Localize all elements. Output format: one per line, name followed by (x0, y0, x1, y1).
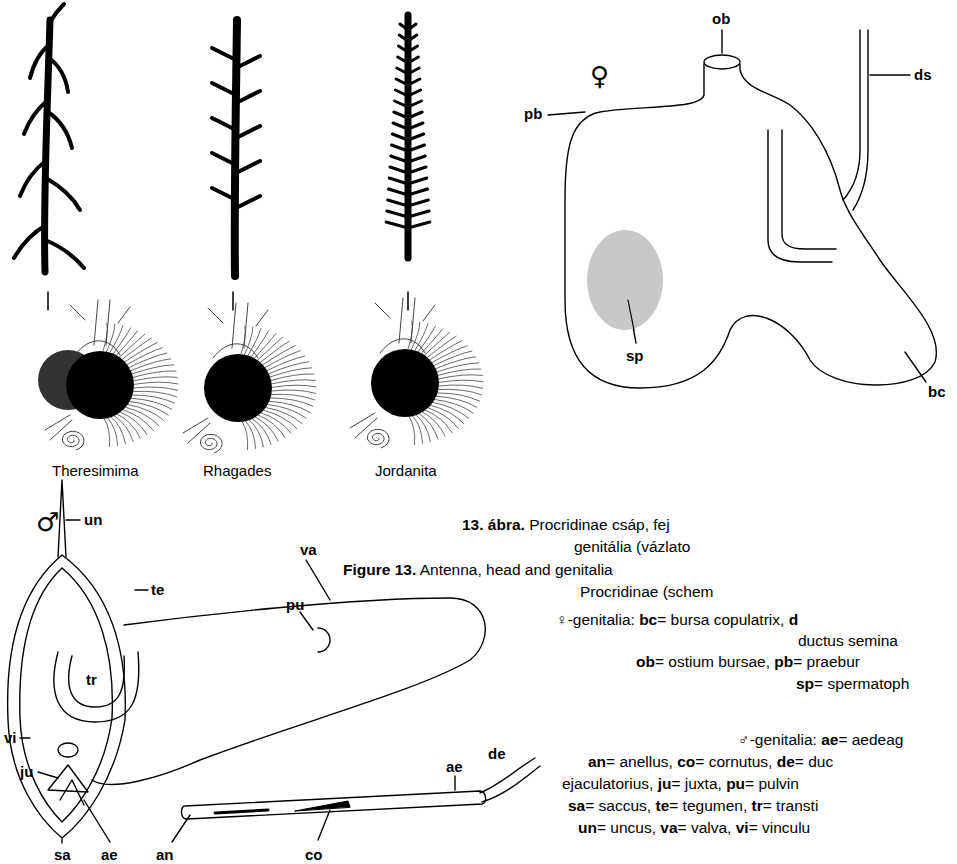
caption-text: ♂-genitalia: (738, 731, 821, 748)
caption-text: = pulvin (745, 775, 799, 792)
part-label: va (300, 541, 317, 558)
abbreviation: bc (639, 611, 657, 628)
legend-line: ductus semina (798, 632, 898, 650)
caption-line: 13. ábra. Procridinae csáp, fej (462, 516, 670, 534)
abbreviation: an (588, 753, 606, 770)
caption-text: = aedeag (838, 731, 903, 748)
caption-text: = praebur (793, 653, 860, 670)
part-label: an (156, 846, 174, 863)
legend-line: sp= spermatoph (796, 675, 909, 693)
caption-text: = saccus, (585, 797, 655, 814)
part-label: vi (4, 729, 17, 746)
caption-text: Procridinae csáp, fej (525, 516, 670, 533)
abbreviation: de (777, 753, 795, 770)
part-label: bc (928, 383, 946, 400)
caption-text: Procridinae (schem (580, 583, 714, 600)
cornutus (295, 801, 350, 811)
head (38, 300, 178, 450)
part-label: ds (914, 66, 932, 83)
abbreviation: ob (636, 653, 655, 670)
caption-text: genitália (vázlato (574, 538, 690, 555)
genus-name: Jordanita (375, 462, 437, 479)
sex-symbol: ♀ (590, 62, 609, 92)
part-label: te (151, 581, 164, 598)
abbreviation: d (789, 611, 798, 628)
female-genitalia (548, 30, 936, 388)
abbreviation: va (660, 819, 677, 836)
head (350, 298, 483, 448)
caption-text: = tegumen, (669, 797, 751, 814)
abbreviation: Figure 13. (343, 561, 416, 578)
legend-line: ejaculatorius, ju= juxta, pu= pulvin (562, 775, 799, 793)
caption-text: ductus semina (798, 632, 898, 649)
antenna (386, 15, 430, 258)
head (183, 303, 316, 453)
part-label: ju (20, 763, 33, 780)
abbreviation: 13. ábra. (462, 516, 525, 533)
caption-line: genitália (vázlato (574, 538, 690, 556)
legend-line: ob= ostium bursae, pb= praebur (636, 653, 860, 671)
part-label: pu (286, 596, 304, 613)
part-label: ob (712, 10, 730, 27)
abbreviation: tr (752, 797, 763, 814)
abbreviation: te (655, 797, 669, 814)
legend-line: sa= saccus, te= tegumen, tr= transti (568, 797, 818, 815)
caption-text: = uncus, (597, 819, 660, 836)
part-label: ae (446, 758, 463, 775)
part-label: ae (101, 846, 118, 863)
caption-line: Figure 13. Antenna, head and genitalia (343, 561, 613, 579)
antenna (14, 4, 84, 272)
caption-text: = juxta, (671, 775, 726, 792)
caption-text: = duc (795, 753, 833, 770)
caption-text: = bursa copulatrix, (657, 611, 788, 628)
part-label: pb (524, 105, 542, 122)
caption-text: ejaculatorius, (562, 775, 658, 792)
abbreviation: pu (726, 775, 745, 792)
abbreviation: vi (736, 819, 749, 836)
caption-line: Procridinae (schem (580, 583, 714, 601)
part-label: tr (86, 671, 97, 688)
caption-text: Antenna, head and genitalia (416, 561, 613, 578)
caption-text: = valva, (678, 819, 736, 836)
part-label: co (305, 846, 323, 863)
abbreviation: sp (796, 675, 814, 692)
abbreviation: pb (774, 653, 793, 670)
abbreviation: un (578, 819, 597, 836)
abbreviation: sa (568, 797, 585, 814)
part-label: un (84, 511, 102, 528)
abbreviation: co (677, 753, 695, 770)
legend-line: un= uncus, va= valva, vi= vinculu (578, 819, 810, 837)
caption-text: = spermatoph (814, 675, 909, 692)
caption-text: = transti (763, 797, 819, 814)
legend-line: ♀-genitalia: bc= bursa copulatrix, d (556, 611, 798, 629)
caption-text: = anellus, (606, 753, 677, 770)
part-label: sp (626, 347, 644, 364)
sex-symbol: ♂ (36, 508, 59, 538)
head-drawings (38, 298, 483, 453)
cornutus (215, 810, 268, 813)
genus-name: Theresimima (52, 462, 139, 479)
abbreviation: ju (658, 775, 672, 792)
spermatophore (587, 230, 663, 330)
legend-line: an= anellus, co= cornutus, de= duc (588, 753, 833, 771)
antenna (212, 20, 260, 276)
genus-name: Rhagades (203, 462, 271, 479)
caption-text: = vinculu (749, 819, 811, 836)
part-label: sa (54, 846, 71, 863)
abbreviation: ae (821, 731, 838, 748)
caption-text: ♀-genitalia: (556, 611, 639, 628)
scale-tick (48, 292, 408, 310)
part-label: de (488, 745, 506, 762)
caption-text: = cornutus, (695, 753, 776, 770)
male-genitalia (8, 480, 540, 843)
legend-line: ♂-genitalia: ae= aedeag (738, 731, 903, 749)
caption-text: = ostium bursae, (655, 653, 774, 670)
